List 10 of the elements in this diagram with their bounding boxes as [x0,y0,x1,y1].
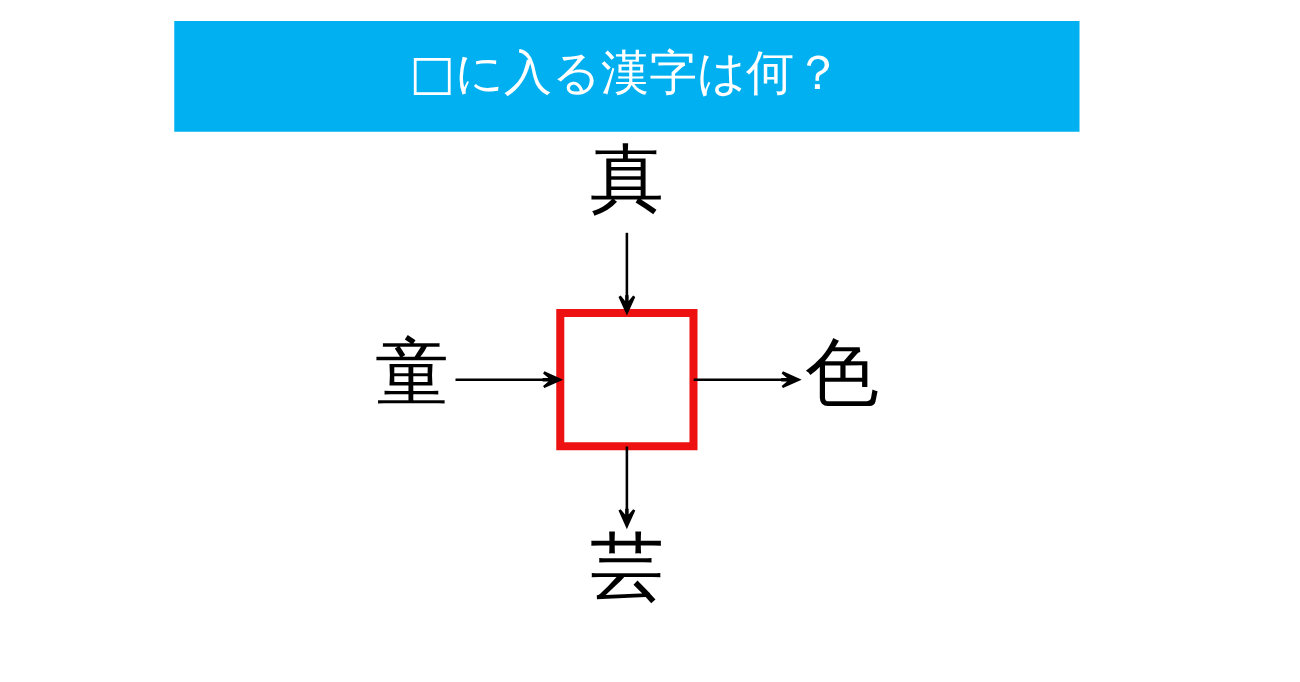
node-text: 芸 [589,523,664,610]
arrow [618,446,636,528]
diagram-title: □に入る漢字は何？ [409,44,842,101]
arrow [693,371,800,389]
node-box [556,309,698,451]
node-text: 色 [804,328,879,415]
arrow [455,371,562,389]
arrow [618,232,636,314]
node-text: 真 [589,134,664,221]
node-text: 童 [374,328,449,415]
